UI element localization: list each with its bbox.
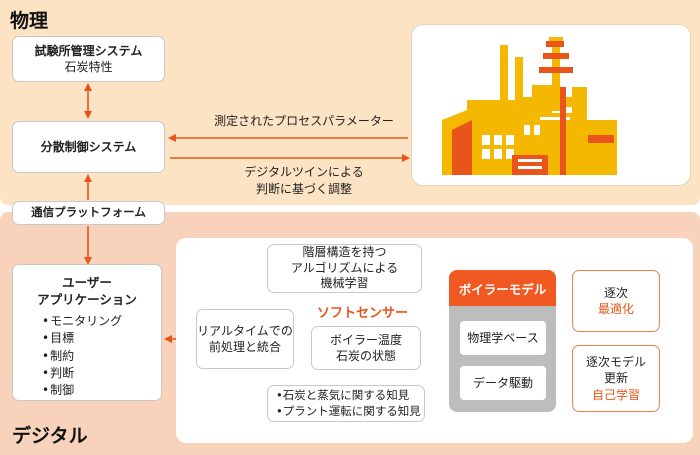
list-item: 制御	[42, 382, 142, 399]
comm-platform-box: 通信プラットフォーム	[12, 201, 165, 225]
optimization-line2: 最適化	[597, 302, 634, 316]
knowledge-line1: •石炭と蒸気に関する知見	[276, 387, 410, 402]
self-learning-box: 逐次モデル 更新 自己学習	[572, 345, 660, 412]
realtime-line1: リアルタイムでの	[197, 323, 293, 338]
list-item: 目標	[42, 330, 142, 347]
optimization-line1: 逐次	[603, 285, 628, 300]
dcs-label: 分散制御システム	[40, 139, 137, 154]
factory-box	[411, 24, 691, 186]
test-lab-box: 試験所管理システム 石炭特性	[12, 36, 165, 82]
list-item: モニタリング	[42, 313, 142, 330]
realtime-box: リアルタイムでの 前処理と統合	[196, 309, 294, 369]
self-learning-line3: 自己学習	[591, 387, 640, 402]
boiler-model-title: ボイラーモデル	[449, 270, 556, 306]
comm-platform-label: 通信プラットフォーム	[31, 205, 146, 220]
adjust-label-line1: デジタルツインによる	[244, 165, 364, 179]
self-learning-line2: 更新	[603, 371, 628, 386]
boiler-state-line1: ボイラー温度	[329, 332, 402, 347]
list-item: 制約	[42, 348, 142, 365]
ml-line1: 階層構造を持つ	[302, 245, 387, 260]
physics-based-label: 物理学ベース	[467, 330, 539, 345]
knowledge-box: •石炭と蒸気に関する知見 •プラント運転に関する知見	[267, 385, 425, 422]
self-learning-line1: 逐次モデル	[585, 355, 646, 370]
factory-icon	[442, 37, 617, 175]
test-lab-title: 試験所管理システム	[34, 43, 143, 58]
realtime-line2: 前処理と統合	[208, 340, 281, 354]
physics-based-box: 物理学ベース	[460, 321, 546, 355]
soft-sensor-label: ソフトセンサー	[300, 305, 425, 324]
user-app-title-line2: アプリケーション	[37, 291, 137, 307]
optimization-box: 逐次 最適化	[572, 270, 660, 332]
user-app-list: モニタリング 目標 制約 判断 制御	[42, 313, 142, 400]
measured-params-label: 測定されたプロセスパラメーター	[214, 114, 394, 128]
user-app-title-line1: ユーザー	[62, 275, 112, 290]
list-item: 判断	[42, 365, 142, 382]
physical-label: 物理	[10, 10, 49, 32]
ml-box: 階層構造を持つ アルゴリズムによる 機械学習	[267, 244, 422, 293]
ml-line2: アルゴリズムによる	[290, 260, 399, 275]
knowledge-line2: •プラント運転に関する知見	[276, 403, 421, 418]
adjust-label-line2: 判断に基づく調整	[255, 181, 352, 196]
digital-label: デジタル	[12, 425, 88, 447]
ml-line3: 機械学習	[320, 276, 369, 291]
boiler-state-box: ボイラー温度 石炭の状態	[311, 326, 421, 370]
test-lab-subtitle: 石炭特性	[64, 60, 113, 74]
adjust-label: デジタルツインによる 判断に基づく調整	[190, 164, 418, 198]
data-driven-label: データ駆動	[472, 375, 533, 390]
boiler-state-line2: 石炭の状態	[335, 349, 396, 363]
user-app-box: ユーザー アプリケーション モニタリング 目標 制約 判断 制御	[12, 264, 162, 401]
data-driven-box: データ駆動	[460, 366, 546, 400]
dcs-box: 分散制御システム	[12, 121, 165, 173]
